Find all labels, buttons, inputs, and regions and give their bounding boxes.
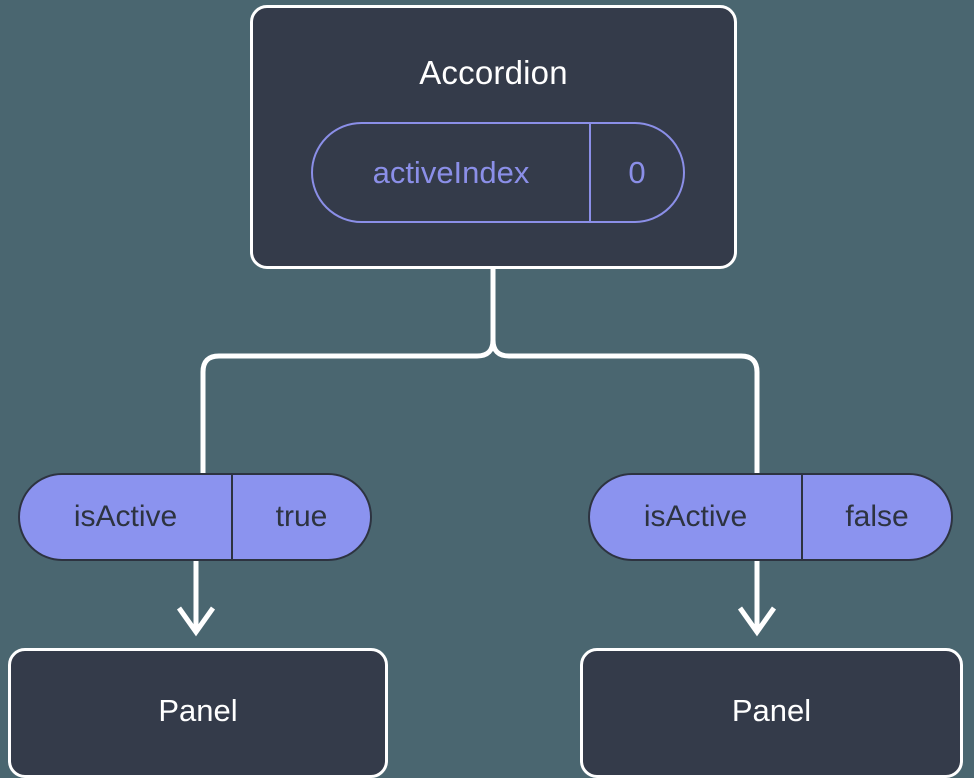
- prop-badge-is-active-false[interactable]: isActive false: [588, 473, 953, 561]
- arrow-head-left: [176, 606, 216, 637]
- panel-node-right[interactable]: Panel: [580, 648, 963, 778]
- prop-badge-is-active-true[interactable]: isActive true: [18, 473, 372, 561]
- prop-badge-key: isActive: [590, 475, 803, 559]
- panel-title: Panel: [731, 693, 812, 728]
- state-badge-key: activeIndex: [313, 124, 591, 221]
- accordion-node[interactable]: Accordion activeIndex 0: [250, 5, 737, 269]
- panel-title: Panel: [158, 693, 238, 728]
- state-badge-active-index[interactable]: activeIndex 0: [311, 122, 685, 223]
- arrow-head-right: [737, 606, 777, 637]
- accordion-title: Accordion: [419, 54, 568, 91]
- panel-node-left[interactable]: Panel: [8, 648, 388, 778]
- connector-right-branch: [490, 266, 760, 476]
- state-badge-value: 0: [628, 154, 646, 190]
- prop-badge-value: true: [275, 500, 328, 533]
- prop-badge-key: isActive: [20, 475, 233, 559]
- connector-left-branch: [200, 266, 496, 476]
- prop-badge-value: false: [845, 500, 909, 533]
